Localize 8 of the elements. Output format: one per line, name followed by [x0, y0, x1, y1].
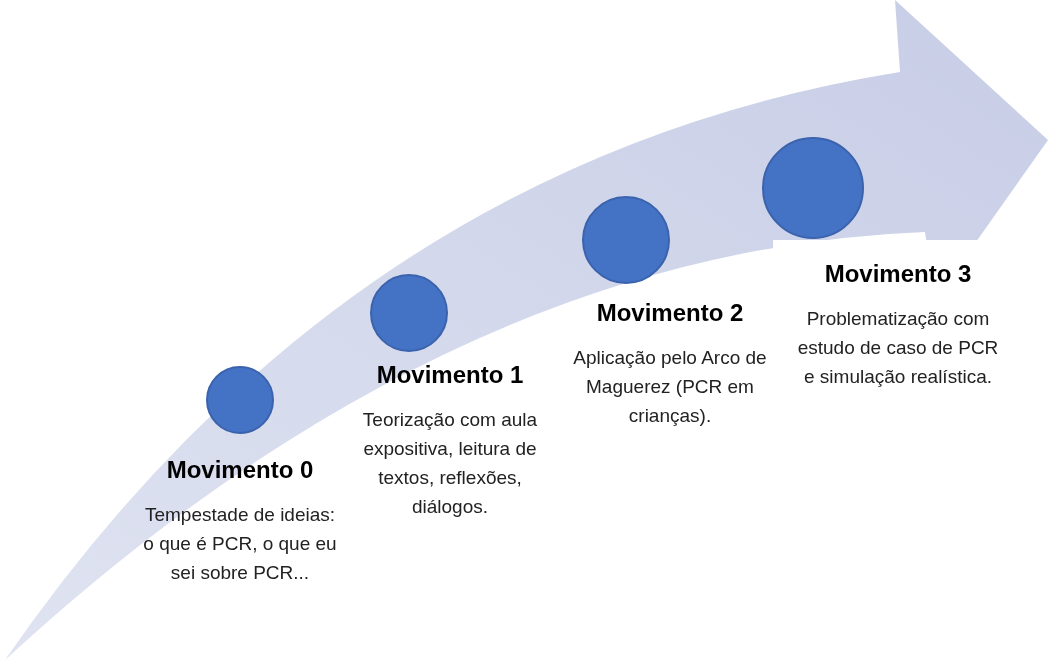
step-heading: Movimento 0 [166, 455, 314, 485]
step-heading: Movimento 2 [596, 298, 744, 328]
step-description: Problematização com estudo de caso de PCR e simulação realística. [796, 307, 1000, 389]
step-heading: Movimento 1 [376, 360, 524, 390]
step-heading: Movimento 3 [824, 259, 972, 289]
step-description: Teorização com aula expositiva, leitura de textos, reflexões, diálogos. [361, 408, 539, 519]
step-description: Aplicação pelo Arco de Maguerez (PCR em crianças). [572, 346, 768, 428]
step-description: Tempestade de ideias: o que é PCR, o que eu sei sobre PCR... [142, 503, 338, 585]
